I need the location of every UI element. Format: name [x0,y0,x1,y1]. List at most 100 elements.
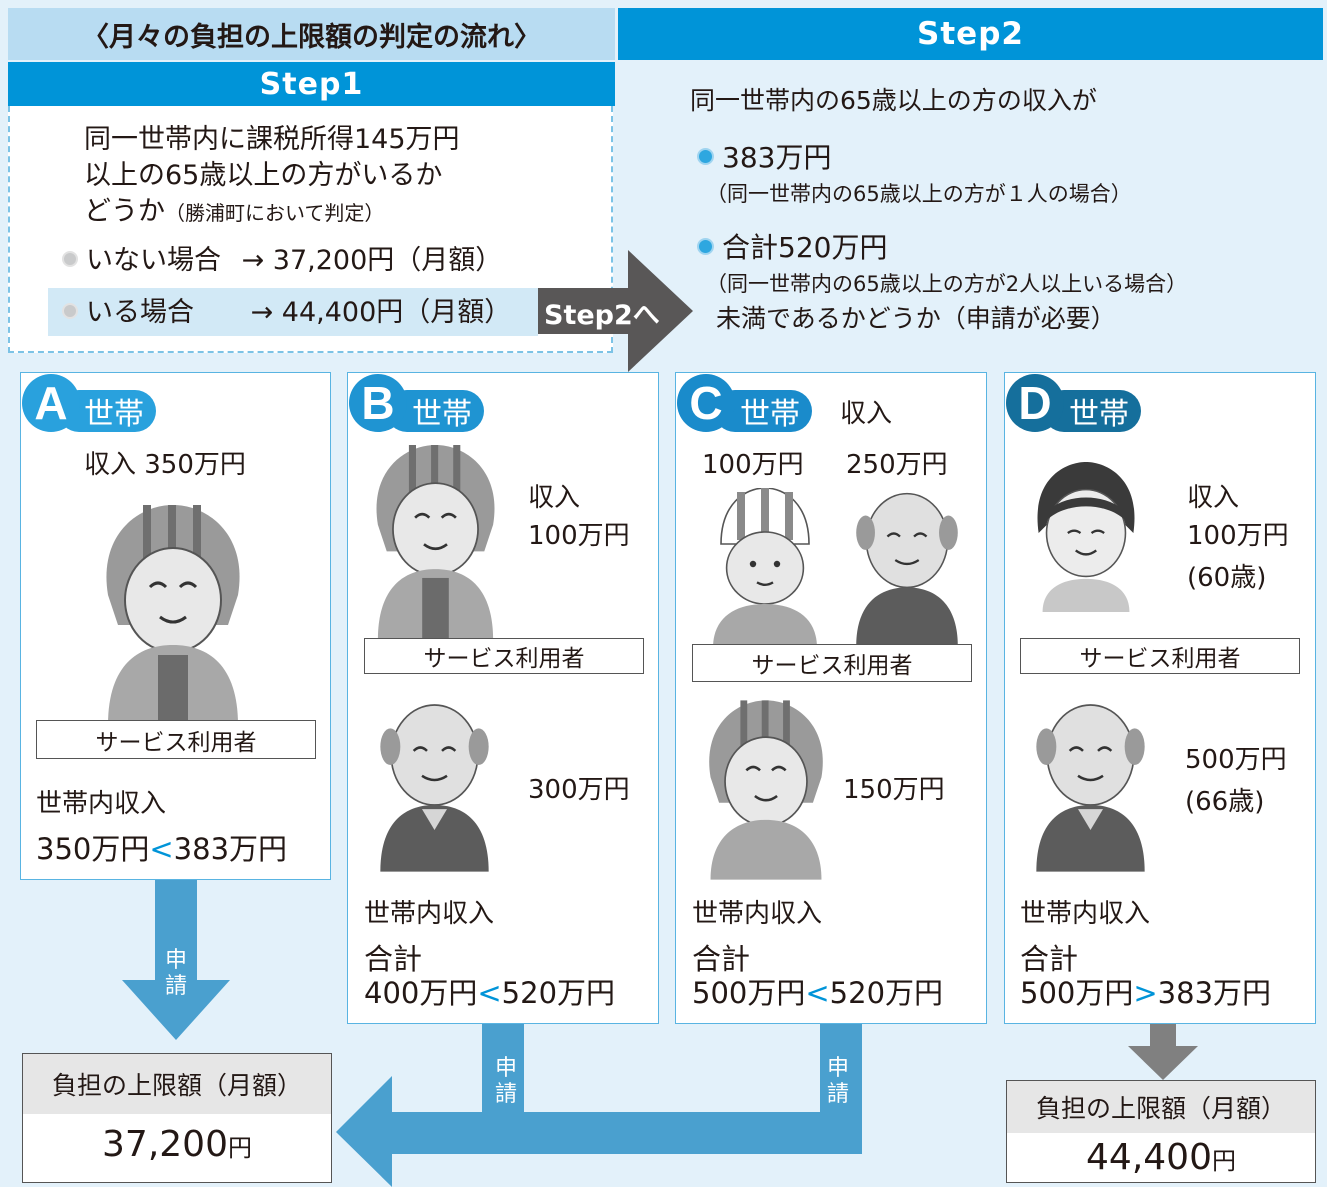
service-user-tag: サービス利用者 [364,638,644,674]
comparison-op: < [805,976,830,1010]
result-unit: 円 [227,1134,252,1162]
step2-item2-note: （同一世帯内の65歳以上の方が2人以上いる場合） [706,272,1188,296]
household-c-right: 520万円 [829,976,944,1010]
elderly-man-icon [1036,704,1145,872]
result-heading: 負担の上限額（月額） [23,1054,331,1114]
step1-line3-text: どうか [84,196,165,227]
elderly-woman-icon [709,700,823,880]
household-suffix: 世帯 [412,397,472,432]
merge-left-arrow [336,1024,862,1187]
household-b-comparison: 400万円<520万円 [364,974,615,1012]
elderly-woman-icon [106,505,240,725]
household-d-income-label: 収入 [1187,483,1240,513]
household-a-income: 収入 350万円 [84,450,246,480]
household-d-right: 383万円 [1157,976,1272,1010]
household-b-badge: B [349,374,407,432]
household-c-box [675,372,987,1024]
elderly-man-icon [380,704,489,872]
apply-char: 申 [164,948,187,973]
household-c-person2-income: 250万円 [846,450,948,480]
household-c-income-label2: 世帯内収入 [692,899,823,929]
household-c-total-label: 合計 [692,942,751,976]
service-user-tag: サービス利用者 [1020,638,1300,674]
household-b-income-label: 収入 [528,483,581,513]
to-step2-arrow [538,250,693,372]
household-b-total-label: 合計 [364,942,423,976]
household-d-comparison: 500万円>383万円 [1020,974,1271,1012]
apply-char: 請 [494,1082,517,1107]
step2-item2-text: 合計520万円 [722,231,888,264]
step1-no-label: いない場合 [86,245,221,276]
household-b-income-label2: 世帯内収入 [364,899,495,929]
bullet-icon [697,237,714,255]
step1-yes-label: いる場合 [86,297,194,328]
household-a-left: 350万円 [36,832,150,866]
apply-label-b: 申請 [493,1056,519,1108]
flow-title: 〈月々の負担の上限額の判定の流れ〉 [8,8,615,60]
household-d-person2-income: 500万円 [1185,745,1287,775]
household-a-income-label: 世帯内収入 [36,789,167,819]
result-heading: 負担の上限額（月額） [1007,1081,1315,1133]
apply-label-c: 申請 [825,1056,851,1108]
household-b-right: 520万円 [501,976,616,1010]
household-a-comparison: 350万円<383万円 [36,830,287,868]
household-suffix: 世帯 [1069,397,1129,432]
household-d-left: 500万円 [1020,976,1134,1010]
bullet-icon [62,250,78,267]
step1-header: Step1 [8,62,615,106]
elderly-man-icon [856,492,958,646]
household-c-comparison: 500万円<520万円 [692,974,943,1012]
household-d-down-arrow [1128,1024,1198,1080]
comparison-op: > [1133,976,1158,1010]
to-step2-label: Step2へ [544,300,660,331]
household-d-income-label2: 世帯内収入 [1020,899,1151,929]
step1-line1: 同一世帯内に課税所得145万円 [84,124,460,155]
household-suffix: 世帯 [84,397,144,432]
result-amount-right: 44,400 [1086,1137,1212,1178]
comparison-op: < [477,976,502,1010]
household-a-badge: A [22,374,80,432]
step1-line2: 以上の65歳以上の方がいるか [84,160,443,191]
apply-char: 申 [826,1056,849,1081]
result-unit: 円 [1211,1147,1236,1175]
household-c-badge: C [677,374,735,432]
household-d-pill: 世帯 [1043,390,1141,432]
household-d-badge: D [1006,374,1064,432]
household-b-person2-income: 300万円 [528,775,630,805]
household-c-left: 500万円 [692,976,806,1010]
step2-intro: 同一世帯内の65歳以上の方の収入が [690,86,1097,115]
step1-line3-note: （勝浦町において判定） [165,201,385,225]
household-suffix: 世帯 [740,397,800,432]
service-user-tag: サービス利用者 [36,720,316,759]
household-c-person3-income: 150万円 [843,775,945,805]
apply-char: 申 [494,1056,517,1081]
step2-item1: 383万円 [697,136,831,176]
household-b-left: 400万円 [364,976,478,1010]
household-c-person1-income: 100万円 [702,450,804,480]
household-d-person1-income: 100万円 [1187,521,1289,551]
step2-item2: 合計520万円 [697,226,887,266]
apply-char: 請 [164,974,187,999]
service-user-tag: サービス利用者 [692,644,972,682]
step1-no-row: いない場合 → 37,200円（月額） [62,243,502,279]
apply-label-a: 申請 [163,948,189,1000]
household-b-person1-income: 100万円 [528,521,630,551]
step1-yes-result: → 44,400円（月額） [250,297,512,328]
step2-header: Step2 [618,8,1323,60]
household-a-down-arrow [122,880,230,1040]
step1-no-result: → 37,200円（月額） [241,245,503,276]
bullet-icon [697,147,714,165]
household-c-income-label: 収入 [840,399,893,429]
apply-char: 請 [826,1082,849,1107]
step1-yes-row: いる場合 → 44,400円（月額） [62,295,511,331]
household-d-person1-age: (60歳) [1187,563,1267,593]
bullet-icon [62,302,78,319]
step2-conclusion: 未満であるかどうか（申請が必要） [716,304,1116,333]
household-d-total-label: 合計 [1020,942,1079,976]
comparison-op: < [149,832,174,866]
elderly-woman-hat-icon [713,488,817,648]
household-d-person2-age: (66歳) [1185,787,1265,817]
